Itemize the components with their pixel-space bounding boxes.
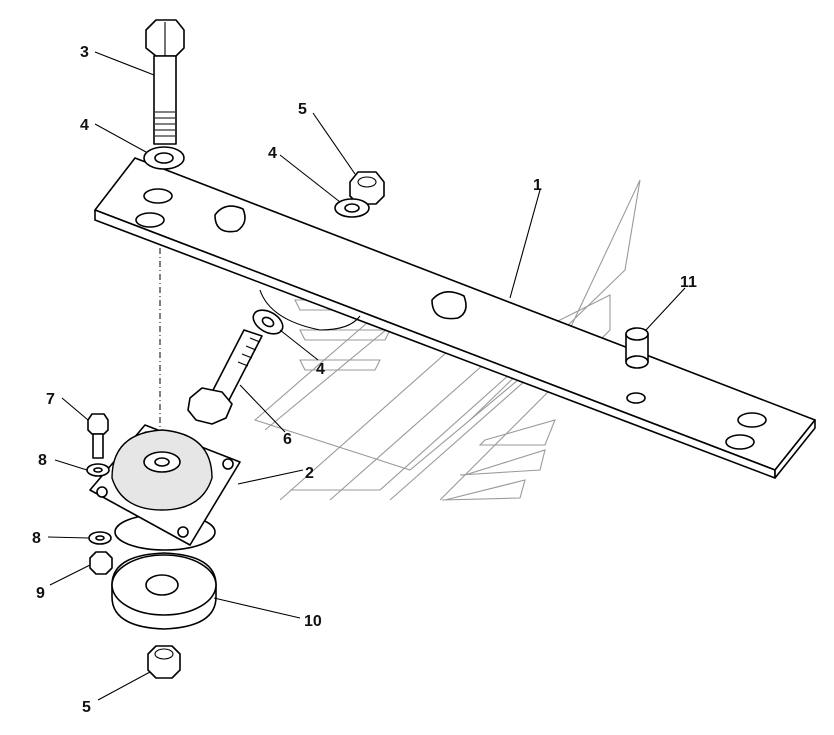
bolt-small bbox=[87, 413, 109, 459]
callout-5-bottom: 5 bbox=[82, 699, 91, 716]
callouts: 1 2 3 4 4 4 5 5 6 7 8 8 9 10 11 bbox=[32, 44, 697, 716]
nut-bottom bbox=[147, 645, 181, 679]
callout-4-mid: 4 bbox=[268, 145, 277, 162]
washer-top bbox=[143, 146, 185, 170]
callout-10: 10 bbox=[304, 613, 322, 630]
callout-9: 9 bbox=[36, 585, 45, 602]
watermark-logo bbox=[253, 179, 641, 501]
round-plate bbox=[111, 552, 217, 630]
washer-low bbox=[252, 309, 284, 335]
callout-4-top: 4 bbox=[80, 117, 89, 134]
bolt-long bbox=[145, 19, 185, 145]
callout-4-low: 4 bbox=[316, 361, 325, 378]
callout-3: 3 bbox=[80, 44, 89, 61]
nut-small bbox=[89, 551, 113, 575]
washer-mid bbox=[334, 198, 370, 218]
washer-small-upper bbox=[86, 463, 110, 477]
washer-small-lower bbox=[88, 531, 112, 545]
mounting-bar bbox=[94, 157, 816, 479]
callout-7: 7 bbox=[46, 391, 55, 408]
callout-1: 1 bbox=[533, 177, 542, 194]
callout-8-lower: 8 bbox=[32, 530, 41, 547]
pin bbox=[625, 327, 649, 369]
callout-11: 11 bbox=[680, 274, 697, 291]
leader-lines bbox=[47, 51, 686, 701]
callout-5-top: 5 bbox=[298, 101, 307, 118]
callout-8-upper: 8 bbox=[38, 452, 47, 469]
bolt-angled bbox=[187, 329, 263, 425]
rubber-mount bbox=[89, 424, 241, 551]
callout-2: 2 bbox=[305, 465, 314, 482]
callout-6: 6 bbox=[283, 431, 292, 448]
